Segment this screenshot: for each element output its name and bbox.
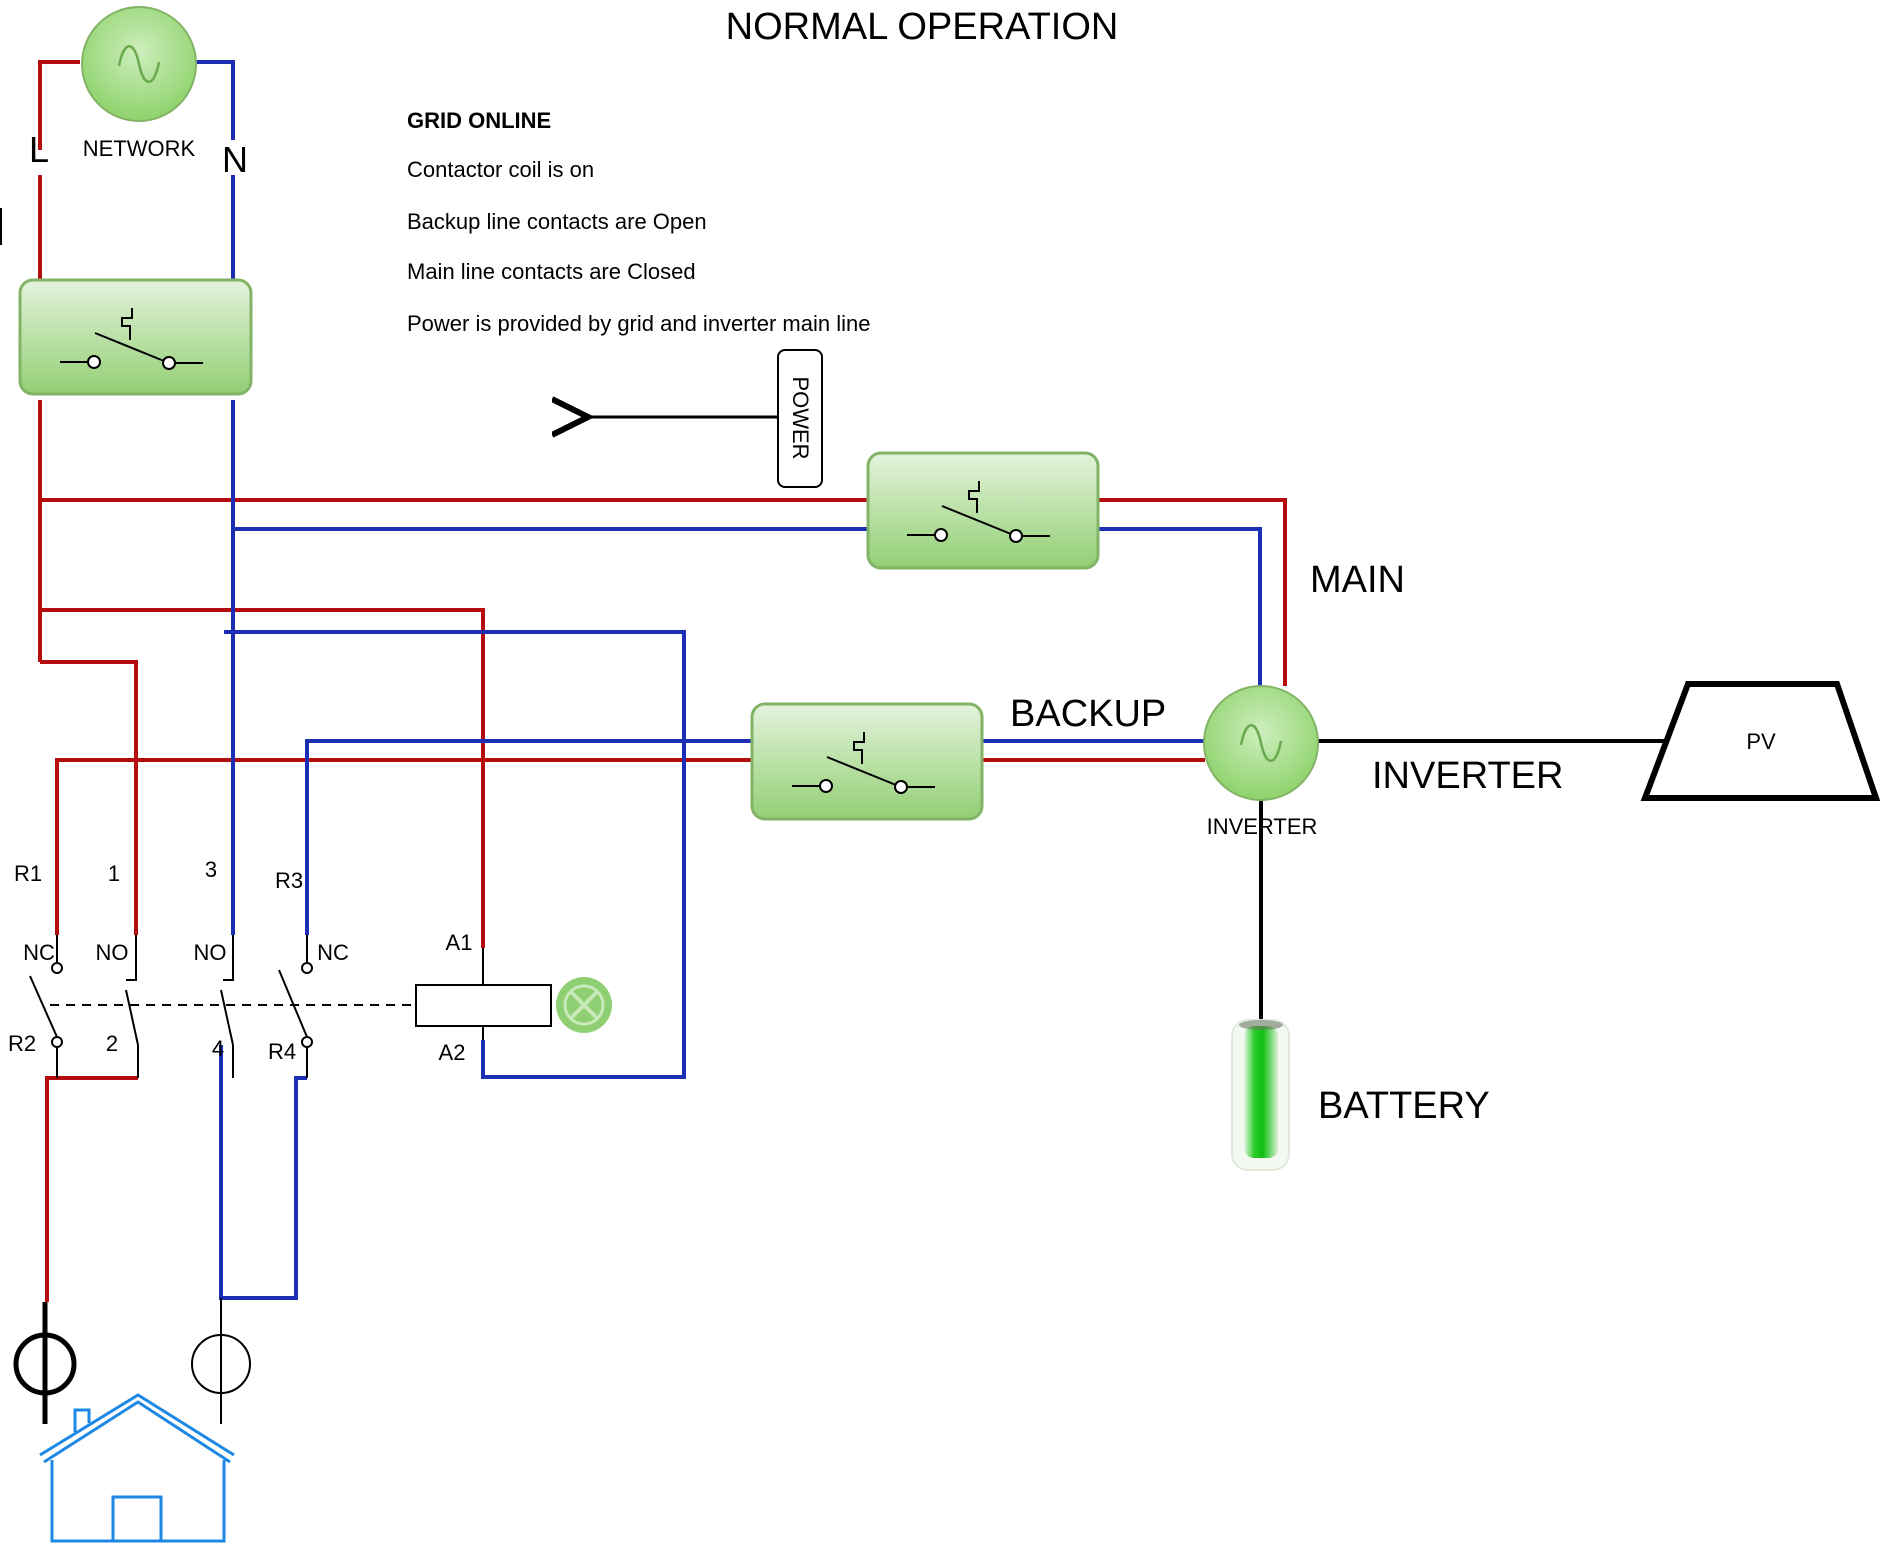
contact-r1-backup-live-wire	[55, 758, 752, 935]
backup-breaker-box	[750, 702, 984, 821]
contact-type-label: NO	[194, 940, 227, 965]
network-source: NETWORK L N	[29, 6, 248, 180]
terminal-label: 3	[205, 857, 217, 882]
neutral-label: N	[222, 139, 248, 180]
inverter: INVERTER	[1203, 685, 1319, 839]
no-contact-1-2	[125, 935, 139, 1078]
backup-breaker	[750, 702, 984, 821]
ac-wave-icon	[117, 45, 161, 83]
contactor-coil: A1 A2	[415, 930, 552, 1065]
terminal-label: R3	[275, 868, 303, 893]
contact-type-label: NO	[96, 940, 129, 965]
network-live-wire	[38, 60, 80, 150]
pv-icon	[1640, 681, 1881, 801]
main-breaker	[866, 451, 1100, 570]
contact-type-label: NC	[317, 940, 349, 965]
grid-breaker	[18, 278, 253, 396]
main-neutral-to-inverter-wire	[1098, 527, 1262, 686]
battery-label: BATTERY	[1318, 1085, 1490, 1127]
inverter-line-label: INVERTER	[1372, 755, 1563, 797]
coil-live-wire	[40, 608, 485, 948]
nc-contact-r1-r2	[29, 935, 63, 1078]
terminal-label: 4	[212, 1036, 224, 1061]
inverter-caption: INVERTER	[1207, 814, 1318, 839]
battery-charge-level	[1244, 1026, 1278, 1158]
contactor: R1 1 3 R3 NC NO NO NC R2 2 4 R4	[8, 857, 612, 1078]
breaker-switch-icon	[792, 732, 935, 794]
coil-a2-label: A2	[439, 1040, 466, 1065]
contact-1-live-wire	[40, 660, 138, 935]
status-line: Backup line contacts are Open	[407, 209, 707, 234]
neutral-wires	[175, 60, 1262, 1300]
page-title: NORMAL OPERATION	[726, 6, 1119, 48]
ac-wave-icon	[1239, 724, 1283, 762]
terminal-label: R1	[14, 861, 42, 886]
power-flow-indicator: POWER	[588, 349, 823, 488]
breaker-switch-icon	[60, 308, 203, 370]
pv-label: PV	[1746, 729, 1776, 754]
contact-r3-backup-neutral-wire	[305, 739, 752, 935]
live-wires	[38, 60, 1287, 1302]
house-sockets	[13, 1298, 251, 1424]
terminal-label: 2	[106, 1031, 118, 1056]
coil-box	[415, 984, 552, 1027]
house-neutral-wire	[219, 1045, 307, 1300]
house-icon	[39, 1393, 235, 1543]
coil-a1-label: A1	[446, 930, 473, 955]
terminal-label: 1	[108, 861, 120, 886]
terminal-label: R4	[268, 1039, 296, 1064]
coil-neutral-wire	[224, 630, 686, 1079]
power-label: POWER	[788, 376, 813, 459]
house-live-wire	[45, 1076, 138, 1302]
main-live-to-inverter-wire	[1098, 498, 1287, 686]
battery	[1231, 1019, 1290, 1171]
no-contact-3-4	[220, 935, 234, 1078]
line-label: L	[29, 129, 49, 170]
status-line: Main line contacts are Closed	[407, 259, 696, 284]
grid-breaker-box	[18, 278, 253, 396]
breaker-switch-icon	[907, 481, 1050, 543]
dc-wires	[0, 208, 1665, 1025]
status-line: Contactor coil is on	[407, 157, 594, 182]
network-label: NETWORK	[83, 136, 196, 161]
backup-line-label: BACKUP	[1010, 693, 1166, 735]
nc-contact-r3-r4	[278, 935, 313, 1078]
pv-panel: PV	[1640, 681, 1881, 801]
status-heading: GRID ONLINE	[407, 108, 551, 133]
terminal-label: R2	[8, 1031, 36, 1056]
indicator-lamp	[556, 977, 612, 1033]
main-line-label: MAIN	[1310, 559, 1405, 601]
status-panel: GRID ONLINE Contactor coil is on Backup …	[407, 108, 870, 336]
status-line: Power is provided by grid and inverter m…	[407, 311, 870, 336]
main-breaker-box	[866, 451, 1100, 570]
contact-type-label: NC	[23, 940, 55, 965]
